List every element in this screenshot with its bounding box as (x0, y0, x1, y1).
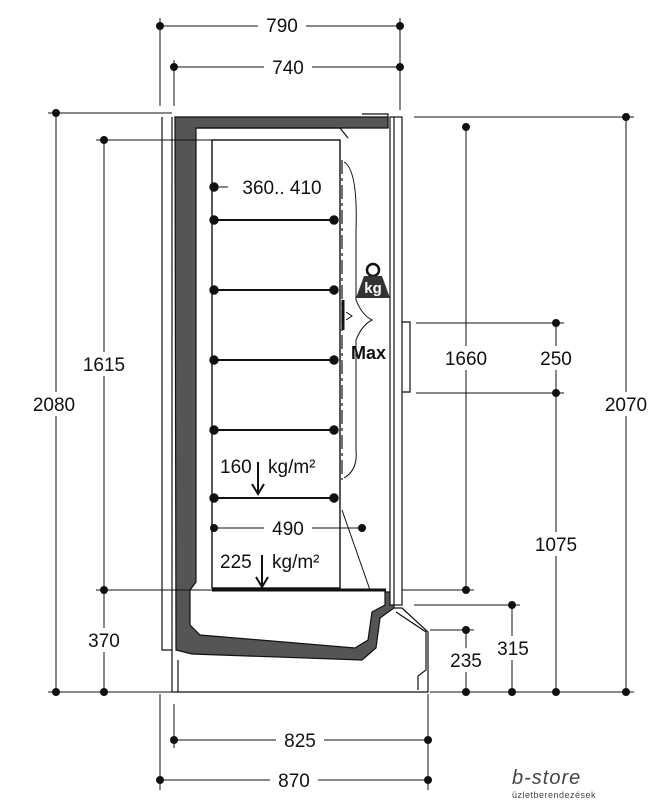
load-labels: 160 kg/m² 225 kg/m² (220, 457, 320, 573)
brand-logo: b-store üzletberendezések (512, 767, 596, 800)
dim-right-step-low: 235 (450, 651, 482, 672)
shelves (209, 139, 386, 592)
dim-right-step: 315 (497, 639, 529, 660)
insulated-wall (174, 116, 395, 661)
max-label: Max (351, 343, 386, 363)
base-load-value: 225 (220, 552, 252, 573)
brand-logo-text: b-store (512, 767, 581, 789)
dim-left-total: 2080 (33, 395, 75, 416)
dim-left-base: 370 (88, 631, 120, 652)
dim-right-handle-floor: 1075 (535, 535, 577, 556)
dim-top-outer: 790 (266, 16, 298, 37)
dimension-labels: 790 740 2080 1615 370 2070 1660 250 1075… (28, 12, 652, 792)
dim-right-handle: 250 (540, 349, 572, 370)
dim-shelf-depth-top: 360.. 410 (242, 178, 321, 199)
brand-logo-tagline: üzletberendezések (512, 790, 596, 800)
base-load-unit: kg/m² (272, 552, 320, 573)
shelf-load-unit: kg/m² (268, 457, 316, 478)
dim-left-shelves: 1615 (83, 355, 125, 376)
dim-right-inner: 1660 (445, 349, 487, 370)
dim-right-total: 2070 (605, 395, 647, 416)
shelf-load-value: 160 (220, 457, 252, 478)
dimension-lines (48, 18, 634, 790)
weight-icon-text: kg (364, 280, 382, 297)
dim-bottom-outer: 870 (278, 771, 310, 792)
weight-icon: kg (356, 262, 390, 298)
dim-shelf-depth-bottom: 490 (272, 519, 304, 540)
cabinet-body (161, 113, 429, 693)
dim-top-inner: 740 (272, 58, 304, 79)
dim-bottom-inner: 825 (284, 731, 316, 752)
